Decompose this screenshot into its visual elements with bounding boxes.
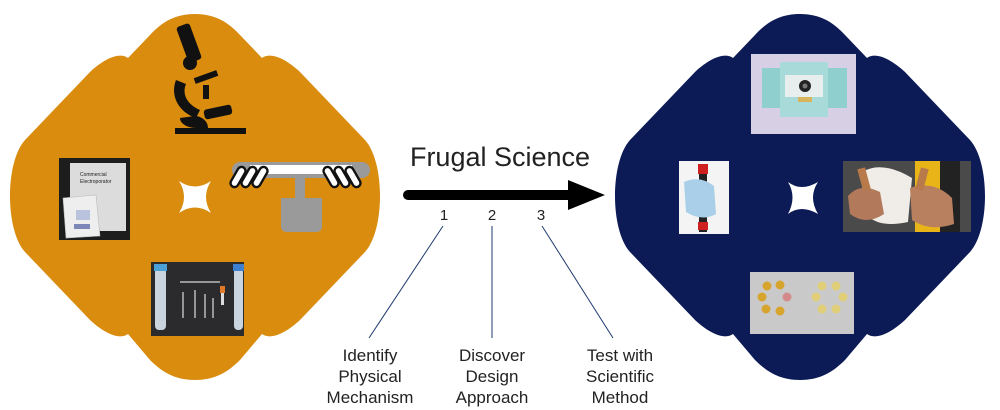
center-star-icon: [788, 182, 818, 214]
steps: 1 2 3 Identify Physical Mechanism Discov…: [327, 207, 655, 407]
step-3-line-1: Test with: [587, 346, 653, 365]
step-3-label: Test with Scientific Method: [586, 346, 655, 407]
electroporator-photo: Commercial Electroporator: [59, 158, 130, 240]
step-1-line-1: Identify: [343, 346, 398, 365]
arrow-head: [568, 180, 605, 210]
step-3-line-2: Scientific: [586, 367, 655, 386]
step-2-number: 2: [488, 207, 496, 224]
paperfuge-hands-photo: [843, 161, 971, 232]
step-1-line-2: Physical: [338, 367, 401, 386]
paperclip-centrifuge-icon: [229, 162, 370, 232]
step-1-line-3: Mechanism: [327, 388, 414, 407]
step-2-line-3: Approach: [456, 388, 529, 407]
paper-microscope-photo: [751, 54, 856, 134]
electroporator-caption-1: Commercial: [80, 172, 107, 178]
right-panel: [615, 14, 985, 380]
process-arrow: Frugal Science: [403, 142, 605, 210]
microscope-icon: [174, 23, 246, 134]
step-3-leader: [541, 225, 614, 339]
left-panel: Commercial Electroporator: [10, 14, 380, 380]
step-1-leader: [368, 225, 444, 339]
step-1-label: Identify Physical Mechanism: [327, 346, 414, 407]
electroporator-caption-2: Electroporator: [80, 179, 112, 185]
droplet-array-photo: [750, 272, 854, 334]
step-2-line-1: Discover: [459, 346, 525, 365]
center-star-icon: [179, 181, 211, 213]
step-2-line-2: Design: [466, 367, 519, 386]
gloved-hand-photo: [679, 161, 729, 234]
step-3-number: 3: [537, 207, 545, 224]
step-2-label: Discover Design Approach: [456, 346, 529, 407]
diagram-title: Frugal Science: [410, 142, 590, 172]
lab-tubes-photo: [151, 262, 244, 336]
step-1-number: 1: [440, 207, 448, 224]
step-3-line-3: Method: [592, 388, 649, 407]
